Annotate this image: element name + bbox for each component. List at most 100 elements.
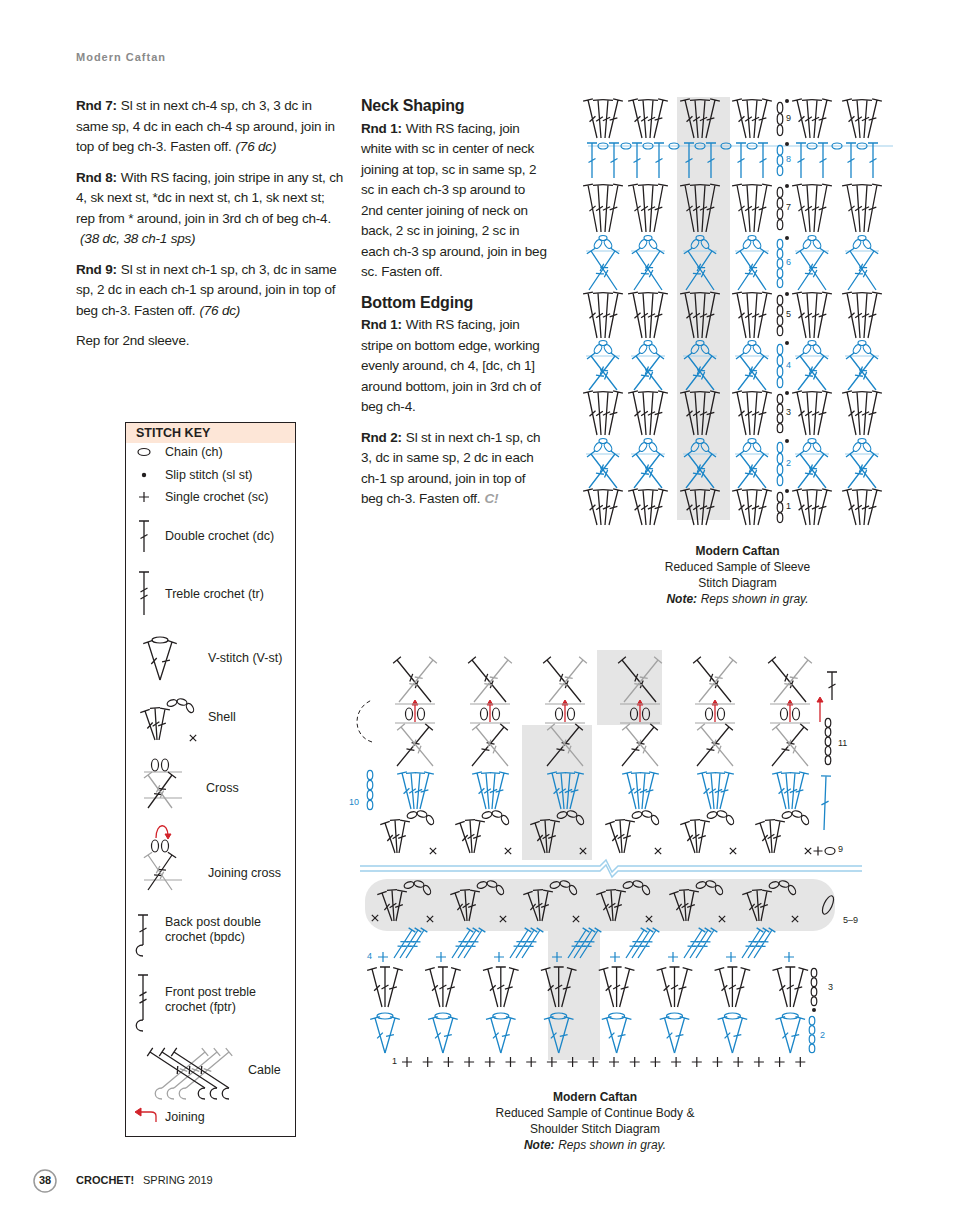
double-crochet-symbol bbox=[758, 391, 772, 435]
chain-symbol bbox=[556, 810, 567, 819]
double-crochet-symbol bbox=[501, 1017, 516, 1053]
double-crochet-symbol bbox=[742, 891, 757, 921]
double-crochet-symbol bbox=[614, 890, 626, 921]
chain-symbol bbox=[748, 236, 756, 241]
treble-crochet-symbol bbox=[543, 657, 581, 702]
treble-crochet-symbol bbox=[397, 724, 433, 766]
single-crochet-symbol bbox=[671, 1057, 681, 1067]
key-heading: STITCH KEY bbox=[126, 423, 295, 443]
legend-text: Cable bbox=[248, 1063, 281, 1078]
double-crochet-symbol bbox=[852, 392, 862, 435]
double-crochet-symbol bbox=[425, 968, 440, 1007]
row-number: 1 bbox=[392, 1056, 397, 1067]
double-crochet-symbol bbox=[593, 185, 603, 232]
instruction-text: Rep for 2nd sleeve. bbox=[76, 333, 189, 348]
joining-arrow bbox=[819, 701, 820, 722]
double-crochet-symbol bbox=[758, 184, 772, 232]
double-crochet-symbol bbox=[140, 709, 155, 740]
slip-stitch-symbol bbox=[142, 473, 146, 477]
double-crochet-symbol bbox=[638, 392, 648, 435]
treble-crochet-symbol bbox=[574, 928, 595, 958]
chain-symbol bbox=[644, 236, 652, 241]
double-crochet-symbol bbox=[752, 890, 762, 921]
single-crochet-symbol bbox=[547, 1057, 557, 1067]
chain-symbol bbox=[825, 756, 831, 765]
double-crochet-symbol bbox=[530, 821, 545, 853]
double-crochet-symbol bbox=[628, 184, 642, 232]
double-crochet-symbol bbox=[802, 293, 812, 338]
double-crochet-symbol bbox=[862, 392, 872, 435]
repeat-band bbox=[522, 725, 592, 860]
treble-crochet-symbol bbox=[622, 724, 658, 766]
double-crochet-symbol bbox=[752, 293, 762, 338]
round-label: Rnd 8: bbox=[76, 170, 117, 185]
caption-note: Note:Reps shown in gray. bbox=[495, 1137, 695, 1153]
double-crochet-symbol bbox=[802, 100, 812, 138]
double-crochet-symbol bbox=[842, 292, 856, 338]
double-crochet-symbol bbox=[862, 185, 872, 232]
double-crochet-symbol bbox=[852, 490, 862, 525]
chain-symbol bbox=[152, 840, 159, 852]
instruction-paragraph: Rnd 1:With RS facing, join stripe on bot… bbox=[361, 315, 549, 418]
row-number: 4 bbox=[367, 951, 372, 962]
single-crochet-symbol bbox=[436, 952, 446, 962]
double-crochet-symbol bbox=[460, 890, 470, 921]
double-crochet-symbol bbox=[792, 99, 806, 138]
double-crochet-symbol bbox=[654, 292, 668, 338]
double-crochet-symbol bbox=[680, 489, 694, 525]
double-crochet-symbol bbox=[842, 99, 856, 138]
round-label: Rnd 2: bbox=[361, 430, 402, 445]
legend-text: Back post double crochet (bpdc) bbox=[165, 915, 285, 945]
double-crochet-symbol bbox=[852, 185, 862, 232]
double-crochet-symbol bbox=[818, 99, 832, 138]
double-crochet-symbol bbox=[732, 489, 746, 525]
double-crochet-symbol bbox=[821, 776, 831, 830]
chain-symbol bbox=[185, 702, 195, 714]
single-crochet-symbol bbox=[443, 1057, 453, 1067]
double-crochet-symbol bbox=[802, 490, 812, 525]
repeat-band bbox=[365, 879, 835, 931]
page-number-circle bbox=[34, 1170, 56, 1192]
double-crochet-symbol bbox=[732, 184, 746, 232]
row-number: 3 bbox=[786, 407, 791, 418]
chain-symbol bbox=[721, 143, 731, 149]
post-hook bbox=[136, 1020, 143, 1031]
double-crochet-symbol bbox=[138, 915, 148, 945]
post-hook bbox=[136, 945, 143, 956]
running-header: Modern Caftan bbox=[76, 51, 166, 63]
caption-line: Reduced Sample of Sleeve Stitch Diagram bbox=[655, 559, 820, 591]
double-crochet-symbol bbox=[772, 968, 787, 1007]
double-crochet-symbol bbox=[772, 772, 786, 809]
double-crochet-symbol bbox=[395, 890, 407, 921]
treble-crochet-symbol bbox=[846, 353, 876, 390]
magazine-name: CROCHET! bbox=[76, 1174, 134, 1186]
chain-symbol bbox=[777, 198, 783, 208]
chain-symbol bbox=[481, 810, 492, 819]
instruction-paragraph: Rnd 9:Sl st in next ch-1 sp, ch 3, dc in… bbox=[76, 260, 344, 322]
double-crochet-symbol bbox=[781, 773, 791, 809]
chain-symbol bbox=[811, 978, 817, 987]
chain-symbol bbox=[811, 968, 817, 977]
single-crochet-symbol bbox=[733, 1057, 743, 1067]
double-crochet-symbol bbox=[868, 184, 882, 232]
legend-text: Slip stitch (sl st) bbox=[165, 468, 253, 483]
double-crochet-symbol bbox=[390, 820, 400, 853]
double-crochet-symbol bbox=[862, 293, 872, 338]
chain-symbol bbox=[825, 737, 831, 746]
chain-symbol bbox=[777, 187, 783, 197]
slip-stitch-symbol bbox=[785, 99, 789, 103]
chain-symbol bbox=[568, 884, 578, 896]
chain-symbol bbox=[777, 316, 783, 326]
double-crochet-symbol bbox=[812, 392, 822, 435]
instruction-text: C! bbox=[484, 491, 498, 506]
treble-crochet-symbol bbox=[796, 451, 826, 488]
chain-symbol bbox=[367, 790, 373, 799]
instruction-paragraph: Rep for 2nd sleeve. bbox=[76, 331, 344, 352]
double-crochet-symbol bbox=[398, 820, 410, 853]
chain-symbol bbox=[138, 449, 150, 456]
treble-crochet-symbol bbox=[846, 451, 876, 488]
chain-symbol bbox=[777, 239, 783, 248]
chain-symbol bbox=[418, 708, 425, 720]
double-crochet-symbol bbox=[615, 820, 625, 853]
treble-crochet-symbol bbox=[144, 852, 172, 890]
